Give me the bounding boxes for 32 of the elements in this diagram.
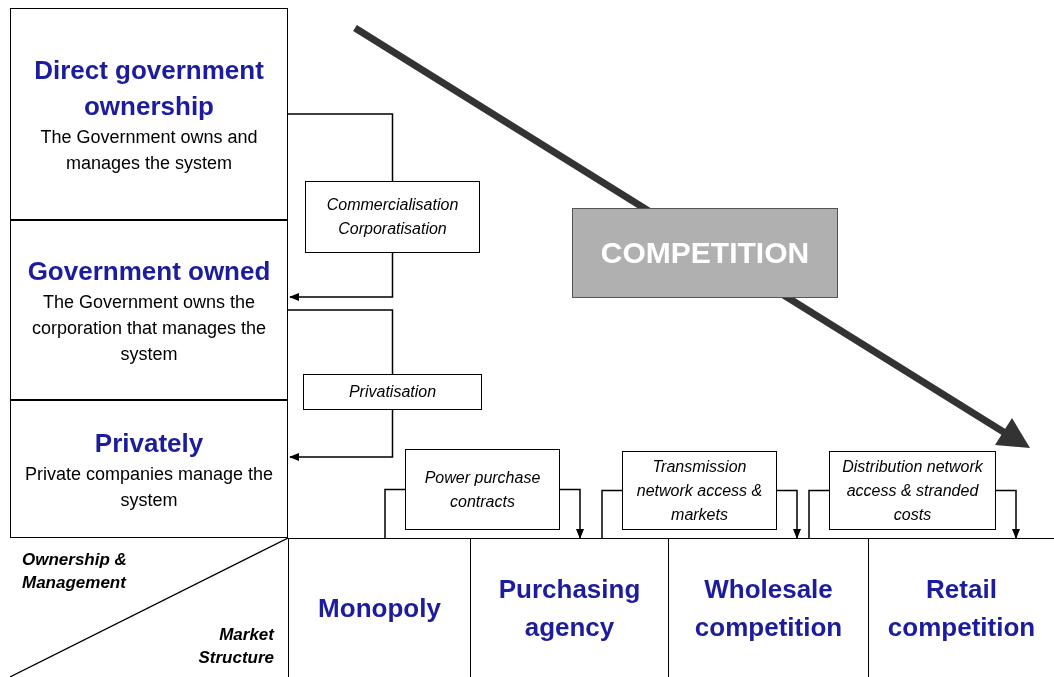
connector-line bbox=[287, 309, 394, 375]
ownership-heading: Government owned bbox=[27, 255, 271, 288]
ownership-description: Private companies manage the system bbox=[23, 463, 275, 512]
transition-label: Transmission network access & markets bbox=[622, 451, 777, 530]
market-structure-cell: Wholesale competition bbox=[668, 538, 868, 677]
arrow bbox=[776, 489, 801, 539]
ownership-box bbox=[10, 400, 288, 538]
competition-banner: COMPETITION bbox=[572, 208, 838, 298]
transition-label: Distribution network access & stranded costs bbox=[829, 451, 996, 530]
ownership-heading: Direct government ownership bbox=[33, 54, 265, 123]
ownership-heading: Privately bbox=[94, 427, 204, 460]
arrow bbox=[289, 409, 394, 461]
connector-line bbox=[808, 489, 830, 539]
connector-line bbox=[601, 489, 623, 539]
connector-line bbox=[384, 488, 406, 539]
market-structure-cell: Retail competition bbox=[868, 538, 1054, 677]
transition-label: Power purchase contracts bbox=[405, 449, 560, 530]
market-structure-cell: Purchasing agency bbox=[470, 538, 668, 677]
corner-header bbox=[10, 538, 288, 677]
ownership-description: The Government owns and manages the system bbox=[39, 126, 259, 175]
column-axis-label: Market Structure bbox=[197, 624, 274, 669]
row-axis-label: Ownership & Management bbox=[22, 549, 128, 594]
transition-label: Privatisation bbox=[303, 374, 482, 410]
ownership-box bbox=[10, 220, 288, 400]
connector-line bbox=[287, 113, 394, 182]
arrow bbox=[559, 488, 584, 539]
arrow bbox=[289, 252, 394, 301]
ownership-description: The Government owns the corporation that manages the system bbox=[30, 291, 268, 366]
market-structure-cell: Monopoly bbox=[288, 538, 470, 677]
transition-label: Commercialisation Corporatisation bbox=[305, 181, 480, 253]
ownership-box bbox=[10, 8, 288, 220]
arrow bbox=[995, 489, 1020, 539]
